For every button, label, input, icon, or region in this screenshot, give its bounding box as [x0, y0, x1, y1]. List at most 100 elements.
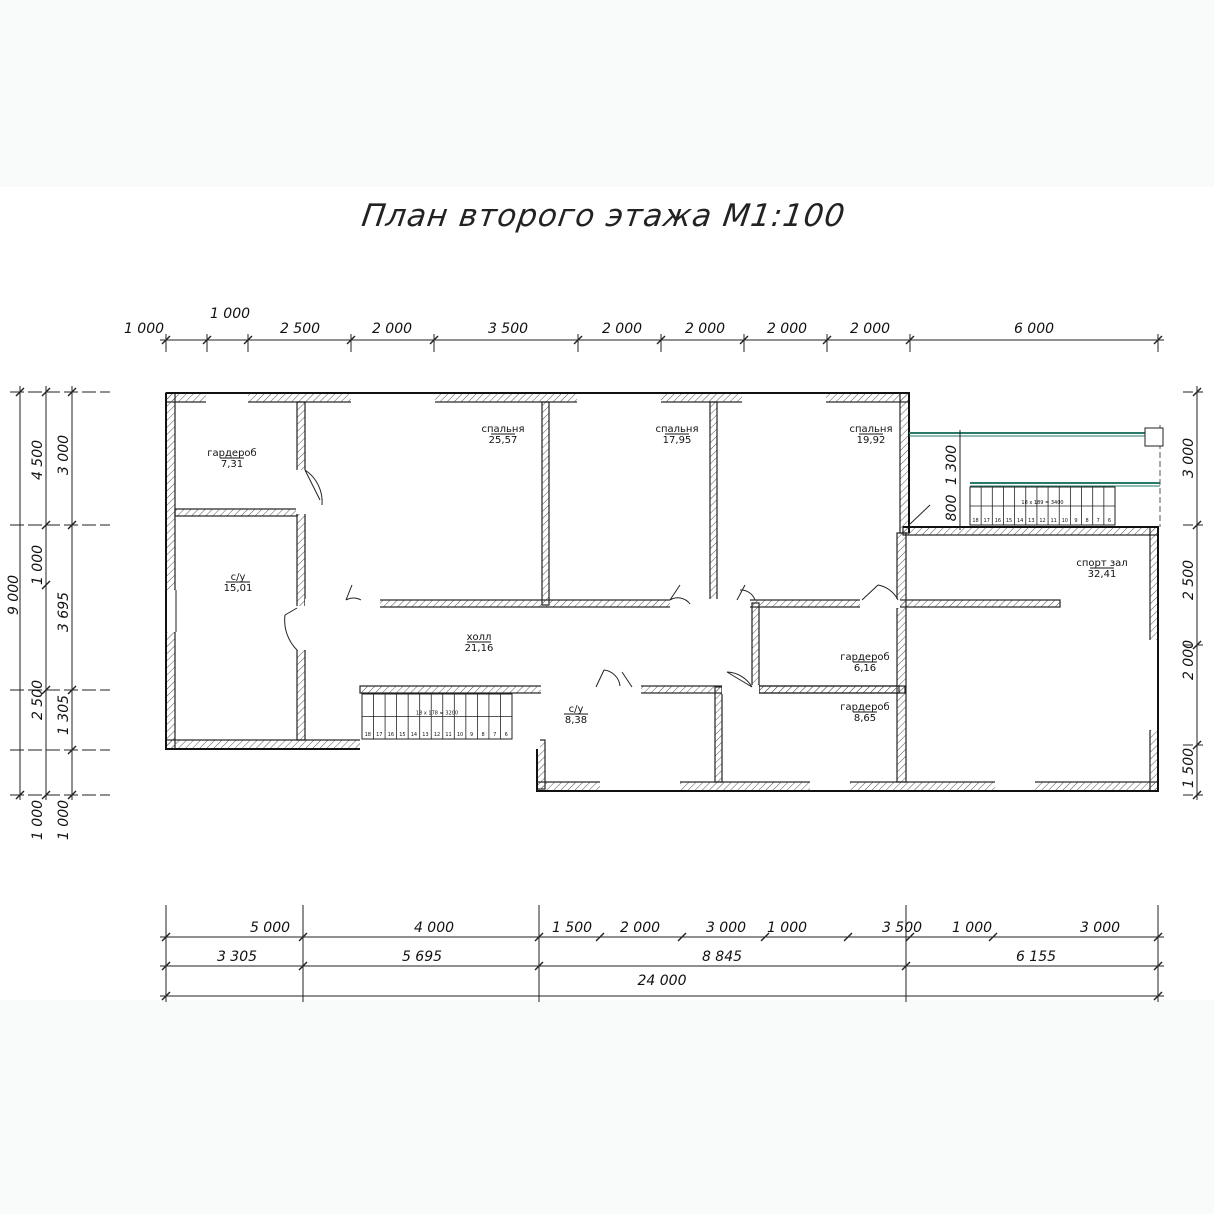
stair-step-label-0-4: 14: [411, 732, 417, 738]
stair-step-label-0-9: 9: [470, 732, 473, 738]
room-name-6: спорт зал: [1076, 558, 1127, 569]
dim-top-5: 2 000: [602, 321, 642, 337]
wall-h-1: [174, 508, 298, 517]
wall-h-4: [758, 685, 900, 694]
room-area-0: 7,31: [221, 459, 243, 470]
dim-bottom1-2: 1 500: [552, 920, 592, 936]
dim-bottom1-0: 5 000: [250, 920, 290, 936]
room-area-5: 21,16: [465, 643, 494, 654]
stair-step-label-0-6: 12: [434, 732, 440, 738]
stair-step-label-1-2: 16: [995, 518, 1001, 524]
stair-step-label-1-3: 15: [1006, 518, 1012, 524]
stair-label-0: 18 х 178 = 3200: [416, 711, 458, 717]
room-name-5: холл: [467, 632, 492, 643]
bottom-margin: [0, 1000, 1214, 1214]
room-area-4: 15,01: [224, 583, 253, 594]
dim-left-mid-1: 1 000: [30, 545, 46, 585]
room-area-1: 25,57: [489, 435, 518, 446]
stair-step-label-0-5: 13: [422, 732, 428, 738]
room-name-4: с/у: [231, 572, 246, 583]
dim-left-mid-2: 2 500: [30, 680, 46, 720]
door-swings: [175, 469, 899, 688]
wall-gym-top: [902, 526, 1159, 536]
room-name-2: спальня: [655, 424, 698, 435]
dim-bottom1-8: 3 000: [1080, 920, 1120, 936]
dim-left-inner-1: 3 695: [56, 592, 72, 632]
stair-step-label-1-6: 12: [1039, 518, 1045, 524]
stair-step-label-1-11: 7: [1097, 518, 1100, 524]
room-area-3: 19,92: [857, 435, 886, 446]
dim-right-0: 3 000: [1181, 438, 1197, 478]
stair-step-label-0-2: 16: [388, 732, 394, 738]
wall-left: [165, 392, 176, 750]
stair-step-label-0-10: 8: [482, 732, 485, 738]
stair-step-label-1-9: 9: [1074, 518, 1077, 524]
wall-int-5: [751, 602, 760, 694]
stair-step-label-0-8: 10: [457, 732, 463, 738]
room-name-1: спальня: [481, 424, 524, 435]
dim-bottom1-5: 1 000: [767, 920, 807, 936]
openings: [165, 392, 1159, 792]
balcony: [908, 425, 1164, 527]
top-margin: [0, 0, 1214, 187]
dim-top-3: 2 000: [372, 321, 412, 337]
wall-int-1: [296, 401, 306, 741]
dim-top-4: 3 500: [488, 321, 528, 337]
dim-bottom2-3: 6 155: [1016, 949, 1056, 965]
dim-left-inner-2: 1 305: [56, 695, 72, 735]
wall-int-3: [709, 401, 718, 606]
dim-left-mid-0: 4 500: [30, 440, 46, 480]
dim-bottom2-0: 3 305: [217, 949, 257, 965]
stair-step-label-1-7: 11: [1050, 518, 1056, 524]
stair-step-label-1-8: 10: [1062, 518, 1068, 524]
room-area-6: 32,41: [1088, 569, 1117, 580]
dim-bottom1-4: 3 000: [706, 920, 746, 936]
stair-step-label-0-12: 6: [505, 732, 508, 738]
wall-int-4: [896, 532, 907, 783]
dim-top-8: 2 000: [850, 321, 890, 337]
room-area-8: 8,65: [854, 713, 876, 724]
room-labels: гардероб7,31спальня25,57спальня17,95спал…: [207, 424, 1127, 726]
dim-top-0: 1 000: [124, 321, 164, 337]
dim-right-2: 2 000: [1181, 640, 1197, 680]
wall-int-2: [541, 401, 550, 606]
stair-step-label-0-11: 7: [493, 732, 496, 738]
stair-step-label-1-5: 13: [1028, 518, 1034, 524]
drawing-sheet: [0, 187, 1214, 1000]
dim-left-outer: 9 000: [6, 575, 22, 615]
stair-step-label-1-12: 6: [1108, 518, 1111, 524]
dim-top-7: 2 000: [767, 321, 807, 337]
stair-step-label-1-1: 17: [984, 518, 990, 524]
dim-bottom2-1: 5 695: [402, 949, 442, 965]
dimension-lines: [10, 334, 1203, 1002]
dim-top-9: 6 000: [1014, 321, 1054, 337]
dim-side-0: 1 300: [944, 445, 960, 485]
room-name-7: гардероб: [840, 652, 889, 663]
dim-bottom1-6: 3 500: [882, 920, 922, 936]
stair-step-label-1-0: 18: [972, 518, 978, 524]
room-name-0: гардероб: [207, 448, 256, 459]
stair-step-label-0-1: 17: [376, 732, 382, 738]
dim-bottom1-3: 2 000: [620, 920, 660, 936]
room-name-8: гардероб: [840, 702, 889, 713]
dim-side-1: 800: [944, 495, 960, 522]
exterior-outline: [165, 392, 1159, 792]
dim-left-mid-3: 1 000: [30, 800, 46, 840]
room-area-2: 17,95: [663, 435, 692, 446]
room-area-7: 6,16: [854, 663, 876, 674]
dim-right-3: 1 500: [1181, 748, 1197, 788]
stair-step-label-0-7: 11: [445, 732, 451, 738]
stair-step-label-1-10: 8: [1086, 518, 1089, 524]
room-area-9: 8,38: [565, 715, 587, 726]
dim-bottom2-2: 8 845: [702, 949, 742, 965]
dim-left-inner-0: 3 000: [56, 435, 72, 475]
stair-label-1: 18 х 189 = 3400: [1021, 500, 1063, 506]
dim-left-inner-3: 1 000: [56, 800, 72, 840]
dim-top-6: 2 000: [685, 321, 725, 337]
dim-top-1: 1 000: [210, 306, 250, 322]
wall-int-6: [714, 686, 723, 783]
stair-step-label-0-3: 15: [399, 732, 405, 738]
